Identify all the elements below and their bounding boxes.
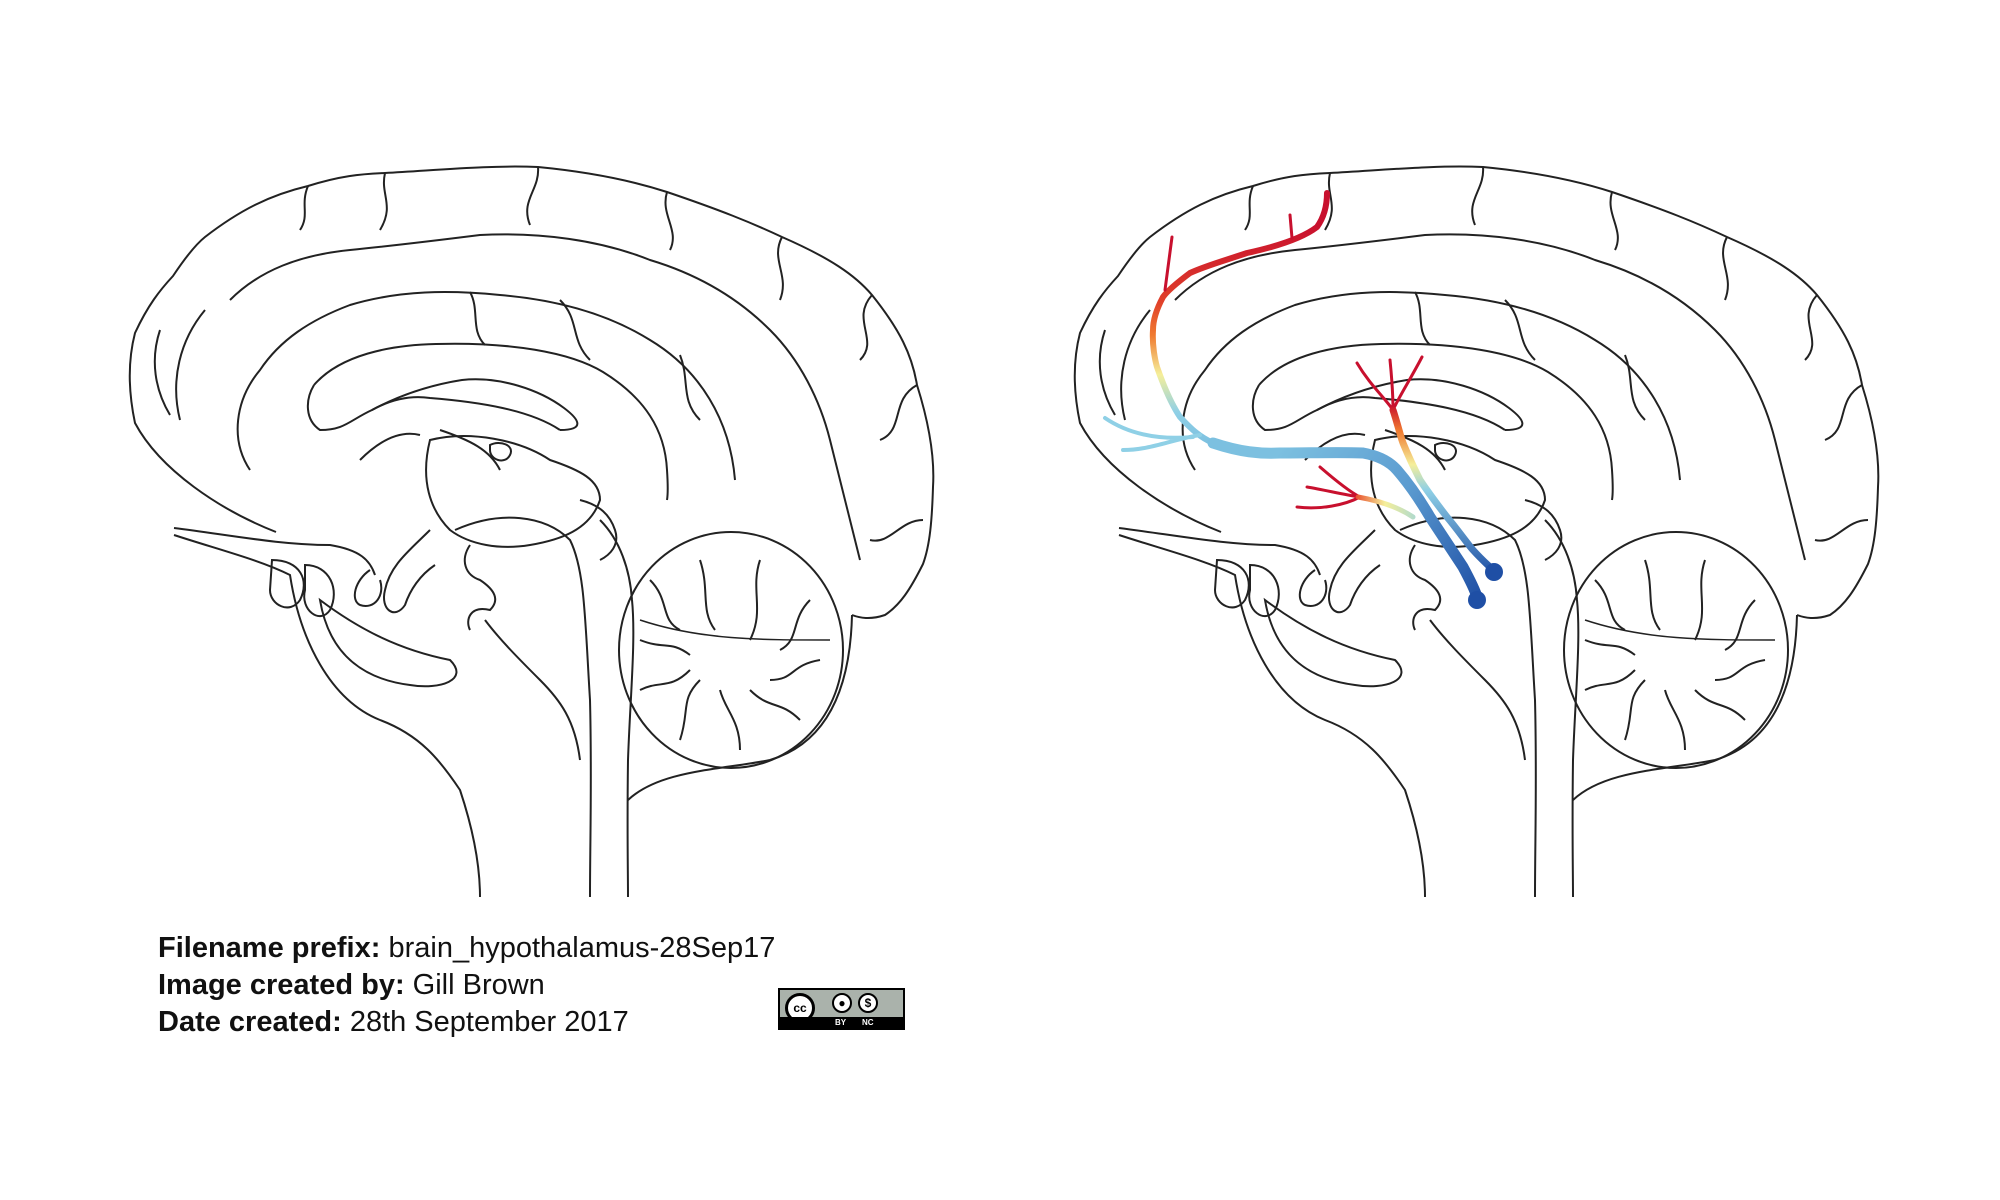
cc-by-nc-license-badge: cc ● $ BY NC bbox=[778, 988, 905, 1030]
filename-row: Filename prefix: brain_hypothalamus-28Se… bbox=[158, 930, 775, 967]
license-by: BY bbox=[835, 1018, 847, 1027]
creator-value: Gill Brown bbox=[412, 969, 545, 1001]
pathway-main-terminal bbox=[1468, 591, 1486, 609]
date-row: Date created: 28th September 2017 bbox=[158, 1004, 775, 1041]
pathway-thalamic-branches bbox=[1355, 355, 1424, 412]
image-metadata: Filename prefix: brain_hypothalamus-28Se… bbox=[158, 930, 775, 1041]
filename-value: brain_hypothalamus-28Sep17 bbox=[388, 932, 776, 964]
pathway-main bbox=[1207, 437, 1483, 603]
license-bar: BY NC bbox=[780, 1017, 903, 1028]
attribution-icon: ● bbox=[832, 993, 852, 1013]
hypothalamus-pathways bbox=[1103, 190, 1503, 609]
date-value: 28th September 2017 bbox=[349, 1006, 629, 1038]
creator-row: Image created by: Gill Brown bbox=[158, 967, 775, 1004]
pathway-basal-branches bbox=[1295, 465, 1362, 510]
brain-sagittal-right bbox=[1073, 165, 1880, 899]
creator-label: Image created by: bbox=[158, 969, 405, 1001]
date-label: Date created: bbox=[158, 1006, 342, 1038]
pathway-thalamic-terminal bbox=[1485, 563, 1503, 581]
license-nc: NC bbox=[862, 1018, 874, 1027]
brain-sagittal-left bbox=[128, 165, 935, 899]
filename-label: Filename prefix: bbox=[158, 932, 381, 964]
pathway-basal bbox=[1355, 494, 1416, 520]
non-commercial-icon: $ bbox=[858, 993, 878, 1013]
pathway-frontal-branches bbox=[1163, 213, 1294, 292]
pathway-blue-branches bbox=[1103, 416, 1202, 452]
pathway-thalamic bbox=[1389, 406, 1497, 574]
pathway-frontal bbox=[1149, 190, 1330, 446]
